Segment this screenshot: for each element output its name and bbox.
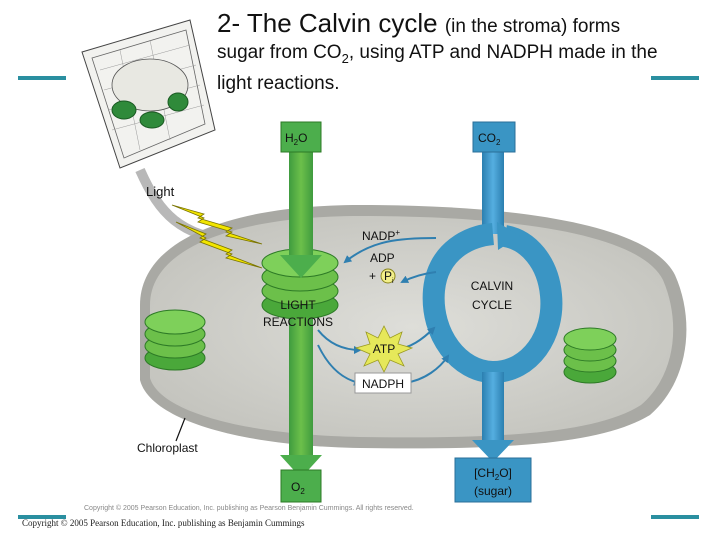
title-sub: (in the stroma) forms — [444, 16, 621, 37]
nadp-label: NADP+ — [362, 228, 400, 243]
calvin-label-1: CALVIN — [471, 279, 513, 293]
atp-burst — [354, 325, 414, 373]
pi-label: +Pi — [369, 269, 394, 285]
light-bolts — [171, 204, 263, 269]
light-reactions-label-1: LIGHT — [280, 298, 316, 312]
calvin-cycle-path — [422, 152, 563, 462]
granum-left — [144, 309, 206, 371]
accent-bar-right — [651, 76, 699, 80]
atp-label: ATP — [373, 342, 395, 356]
granum-right — [563, 327, 617, 384]
chloroplast-small-3 — [167, 92, 189, 112]
o2-label: O2 — [291, 480, 305, 496]
subtitle-post: , using ATP and NADPH made in the light … — [217, 42, 658, 94]
subtitle-sub: 2 — [341, 50, 349, 66]
water-to-oxygen-arrow — [280, 152, 322, 478]
adp-label: ADP — [370, 251, 395, 265]
chloroplast-pointer — [175, 417, 186, 442]
o2-box — [280, 469, 322, 503]
title-main: 2- The Calvin cycle — [217, 8, 438, 38]
slide-title: 2- The Calvin cycle (in the stroma) form… — [217, 8, 620, 39]
accent-bar-bottom-left — [18, 515, 66, 519]
sugar-box — [454, 457, 532, 503]
chloroplast-small-2 — [139, 111, 165, 129]
h2o-label: H2O — [285, 131, 307, 147]
calvin-label-2: CYCLE — [472, 298, 512, 312]
chloroplast-small-1 — [111, 100, 137, 120]
co2-box — [472, 121, 516, 153]
sugar-label-2: (sugar) — [474, 484, 512, 498]
accent-bar-left — [18, 76, 66, 80]
chloroplast-label: Chloroplast — [137, 441, 198, 455]
h2o-box — [280, 121, 322, 153]
copyright-text: Copyright © 2005 Pearson Education, Inc.… — [22, 518, 305, 528]
slide-subtitle: sugar from CO2, using ATP and NADPH made… — [217, 40, 687, 96]
nadph-label: NADPH — [362, 377, 404, 391]
co2-label: CO2 — [478, 131, 501, 147]
accent-bar-bottom-right — [651, 515, 699, 519]
nadph-box — [354, 372, 412, 394]
granum-central — [261, 248, 339, 320]
light-reactions-label-2: REACTIONS — [263, 315, 333, 329]
subtitle-pre: sugar from CO — [217, 42, 342, 63]
plant-cell-illustration — [81, 19, 246, 254]
image-watermark: Copyright © 2005 Pearson Education, Inc.… — [84, 505, 414, 512]
sugar-label-1: [CH2O] — [474, 466, 512, 482]
pi-circle — [380, 268, 396, 284]
light-label: Light — [146, 184, 175, 199]
